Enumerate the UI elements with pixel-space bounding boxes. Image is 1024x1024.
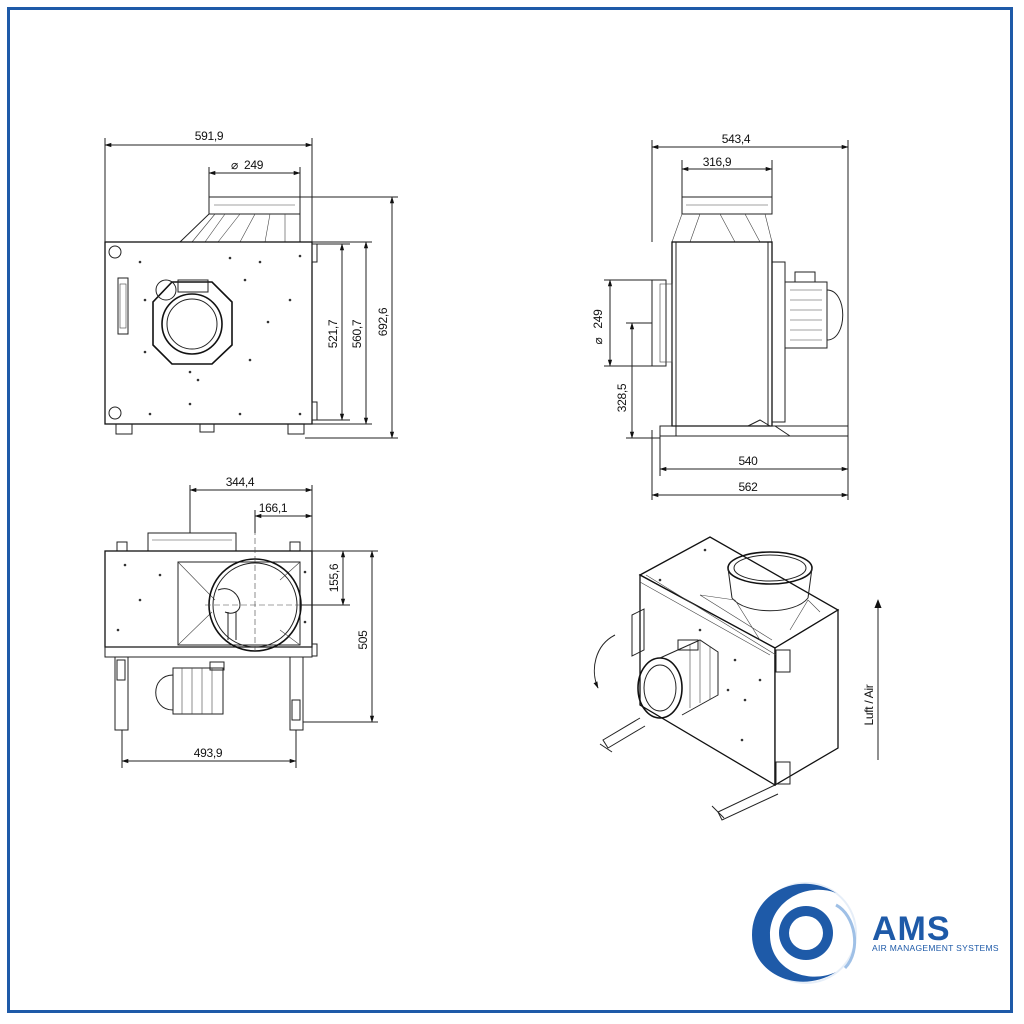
dim-front-htotal: 692,6 <box>376 307 390 336</box>
top-view: 344,4 166,1 155,6 505 493,9 <box>104 475 378 768</box>
drawing-frame <box>7 7 1013 1013</box>
dim-side-inlet-height: 328,5 <box>615 383 629 412</box>
ams-logo-mark <box>752 882 857 984</box>
side-view: 543,4 316,9 ⌀ 249 328,5 540 562 <box>591 132 849 500</box>
dim-top-155: 155,6 <box>327 563 341 592</box>
svg-text:⌀ 249: ⌀ 249 <box>591 309 605 345</box>
dim-side-base-562: 562 <box>738 480 758 494</box>
dim-front-h1: 521,7 <box>326 319 340 348</box>
dim-front-width: 591,9 <box>195 129 224 143</box>
dim-top-344: 344,4 <box>226 475 255 489</box>
ams-logo: AMS AIR MANAGEMENT SYSTEMS <box>752 882 999 984</box>
dim-front-h2: 560,7 <box>350 319 364 348</box>
dim-side-outlet: 316,9 <box>703 155 732 169</box>
dim-top-width: 493,9 <box>194 746 223 760</box>
airflow-label: Luft / Air <box>862 684 876 725</box>
dim-top-depth: 505 <box>356 630 370 650</box>
dim-side-diameter-symbol: ⌀ <box>591 338 605 345</box>
dim-top-166: 166,1 <box>259 501 288 515</box>
logo-tagline: AIR MANAGEMENT SYSTEMS <box>872 943 999 953</box>
dim-side-inlet: 249 <box>591 309 605 329</box>
dim-side-base-540: 540 <box>738 454 758 468</box>
dim-diameter-symbol: ⌀ <box>231 158 238 172</box>
front-view: 591,9 ⌀ 249 521,7 560,7 692,6 <box>104 129 398 439</box>
dim-front-outlet: 249 <box>244 158 264 172</box>
dim-side-width: 543,4 <box>722 132 751 146</box>
isometric-view: Luft / Air <box>593 536 882 821</box>
logo-name: AMS <box>872 910 951 948</box>
